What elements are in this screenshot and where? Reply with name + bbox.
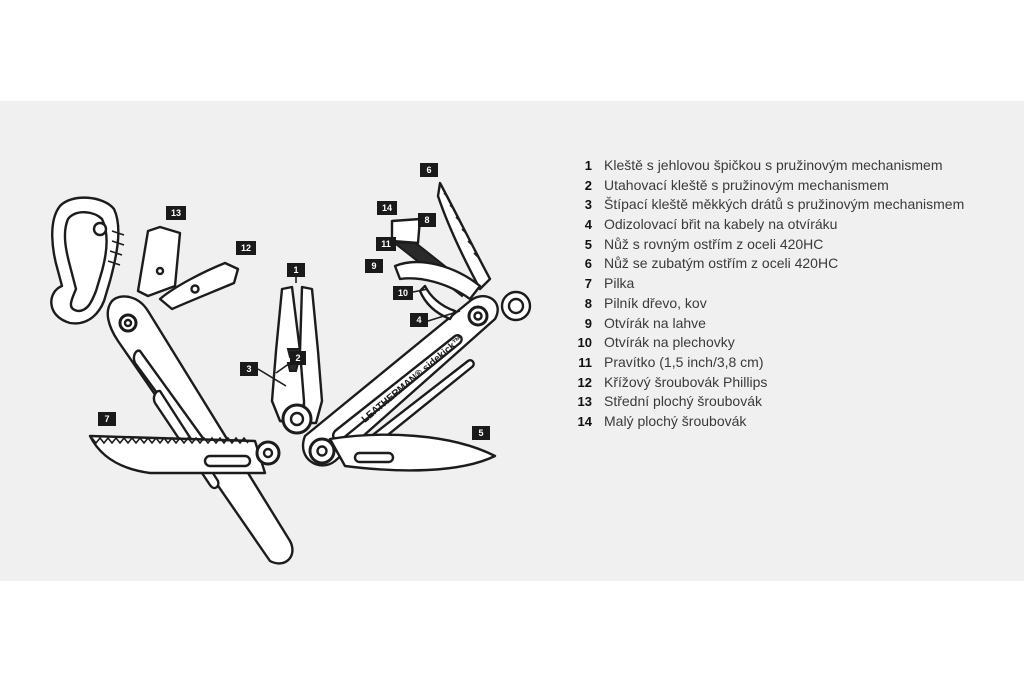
legend-item: 12 Křížový šroubovák Phillips — [570, 373, 1010, 393]
legend-label: Pravítko (1,5 inch/3,8 cm) — [604, 353, 764, 370]
legend-item: 9 Otvírák na lahve — [570, 314, 1010, 334]
legend-label: Střední plochý šroubovák — [604, 393, 762, 410]
legend-number: 5 — [584, 236, 592, 252]
bottle-opener-ring — [500, 290, 532, 322]
parts-legend: 1 Kleště s jehlovou špičkou s pružinovým … — [570, 156, 1010, 432]
legend-item: 5 Nůž s rovným ostřím z oceli 420HC — [570, 235, 1010, 255]
callout-1: 1 — [287, 263, 305, 277]
legend-item: 7 Pilka — [570, 274, 1010, 294]
legend-item: 1 Kleště s jehlovou špičkou s pružinovým … — [570, 156, 1010, 176]
legend-number: 6 — [584, 256, 592, 272]
svg-text:5: 5 — [478, 428, 483, 438]
carabiner-clip — [50, 196, 125, 325]
svg-text:7: 7 — [104, 414, 109, 424]
legend-number: 4 — [584, 217, 592, 233]
callout-3: 3 — [240, 362, 258, 376]
legend-item: 11 Pravítko (1,5 inch/3,8 cm) — [570, 353, 1010, 373]
legend-label: Malý plochý šroubovák — [604, 412, 747, 429]
legend-number: 10 — [577, 335, 592, 351]
callout-6: 6 — [420, 163, 438, 177]
svg-text:9: 9 — [371, 261, 376, 271]
legend-item: 3 Štípací kleště měkkých drátů s pružinov… — [570, 195, 1010, 215]
legend-item: 8 Pilník dřevo, kov — [570, 294, 1010, 314]
legend-label: Křížový šroubovák Phillips — [604, 373, 768, 390]
legend-label: Štípací kleště měkkých drátů s pružinový… — [604, 196, 965, 213]
callout-5: 5 — [472, 426, 490, 440]
legend-number: 13 — [577, 394, 592, 410]
callout-12: 12 — [236, 241, 256, 255]
left-handle — [106, 295, 294, 565]
legend-number: 7 — [584, 276, 592, 292]
multitool-diagram: LEATHERMAN® sidekick™ — [50, 163, 532, 565]
svg-text:14: 14 — [382, 203, 392, 213]
legend-item: 14 Malý plochý šroubovák — [570, 412, 1010, 432]
legend-number: 1 — [584, 158, 592, 173]
svg-text:10: 10 — [398, 288, 408, 298]
svg-text:1: 1 — [293, 265, 298, 275]
legend-label: Kleště s jehlovou špičkou s pružinovým m… — [604, 157, 943, 173]
legend-label: Otvírák na lahve — [604, 314, 706, 331]
svg-text:2: 2 — [295, 353, 300, 363]
legend-number: 12 — [577, 374, 592, 390]
legend-label: Pilka — [604, 275, 635, 292]
svg-text:4: 4 — [416, 315, 421, 325]
legend-item: 2 Utahovací kleště s pružinovým mechanism… — [570, 176, 1010, 196]
legend-number: 11 — [578, 354, 592, 370]
callout-7: 7 — [98, 412, 116, 426]
needle-nose-pliers-1 — [270, 285, 324, 435]
callout-4: 4 — [410, 313, 428, 327]
legend-number: 3 — [584, 197, 592, 213]
svg-text:8: 8 — [424, 215, 429, 225]
legend-label: Nůž s rovným ostřím z oceli 420HC — [604, 235, 824, 252]
content-panel: LEATHERMAN® sidekick™ — [0, 101, 1024, 581]
legend-number: 14 — [577, 413, 592, 429]
svg-text:11: 11 — [381, 239, 391, 249]
callout-2: 2 — [290, 351, 306, 365]
svg-text:13: 13 — [171, 208, 181, 218]
legend-number: 2 — [584, 177, 592, 193]
legend-item: 6 Nůž se zubatým ostřím z oceli 420HC — [570, 254, 1010, 274]
legend-label: Pilník dřevo, kov — [604, 294, 707, 311]
svg-text:12: 12 — [241, 243, 251, 253]
callout-11: 11 — [376, 237, 396, 251]
callout-14: 14 — [377, 201, 397, 215]
legend-number: 8 — [584, 295, 592, 311]
legend-item: 4 Odizolovací břit na kabely na otvíráku — [570, 215, 1010, 235]
saw-blade-7 — [88, 434, 281, 475]
openers-9-10 — [393, 260, 482, 321]
callout-13: 13 — [166, 206, 186, 220]
legend-label: Otvírák na plechovky — [604, 334, 735, 351]
legend-item: 10 Otvírák na plechovky — [570, 333, 1010, 353]
callout-8: 8 — [418, 213, 436, 227]
callout-10: 10 — [393, 286, 413, 300]
legend-label: Utahovací kleště s pružinovým mechanisme… — [604, 176, 889, 193]
straight-knife-5 — [308, 433, 497, 472]
legend-label: Nůž se zubatým ostřím z oceli 420HC — [604, 255, 839, 272]
callout-9: 9 — [365, 259, 383, 273]
svg-text:6: 6 — [426, 165, 431, 175]
legend-label: Odizolovací břit na kabely na otvíráku — [604, 216, 838, 233]
legend-number: 9 — [584, 315, 592, 331]
serrated-knife-6 — [436, 181, 492, 291]
phillips-screwdriver-12 — [158, 261, 240, 311]
svg-text:3: 3 — [246, 364, 251, 374]
flat-screwdriver-13 — [136, 225, 182, 298]
legend-item: 13 Střední plochý šroubovák — [570, 392, 1010, 412]
